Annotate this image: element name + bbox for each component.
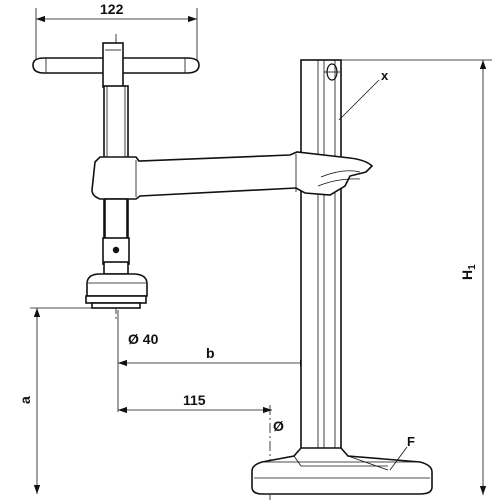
dimension-b [117,310,309,412]
clamp-base [251,447,433,495]
dimension-h1 [338,59,492,495]
clamp-arm [91,151,374,200]
dimension-115-label: 115 [183,392,206,408]
dimension-pad-diameter-label: Ø 40 [128,331,159,347]
callout-x-label: x [381,68,389,83]
dimension-122 [35,8,198,62]
pressure-pad [85,273,148,309]
callout-f-leader [389,446,408,471]
dimension-b-label: b [206,345,215,361]
callout-f-label: F [407,434,415,449]
t-handle [32,42,200,88]
callout-x-leader [338,79,380,121]
dimension-base-diameter-label: Ø [273,418,284,434]
dimension-a-label: a [17,396,33,404]
dimension-a [30,307,125,494]
lower-spindle [102,198,130,275]
clamp-column [300,59,342,457]
dimension-h1-label: H1 [459,264,478,280]
dimension-122-label: 122 [100,1,124,17]
